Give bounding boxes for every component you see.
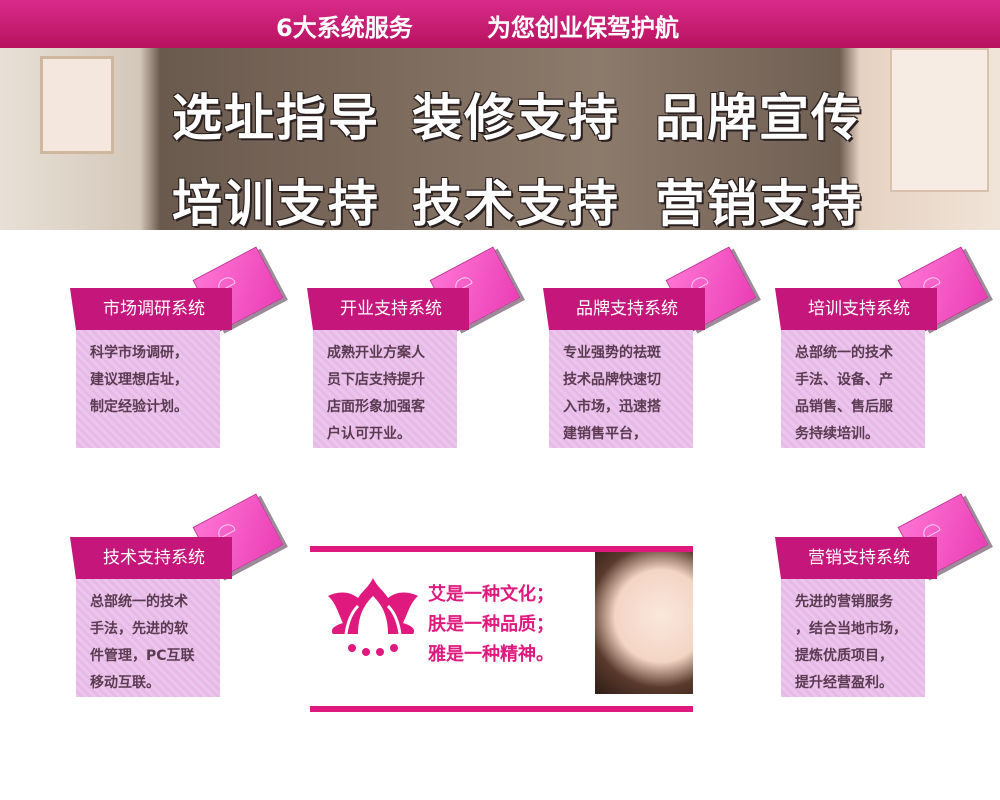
banner-word: 技术支持 (412, 175, 620, 230)
slogan-banner: 艾是一种文化； 肤是一种品质； 雅是一种精神。 (310, 546, 693, 712)
banner-word: 培训支持 (172, 175, 380, 230)
banner-word: 营销支持 (655, 175, 863, 230)
slogan-line: 雅是一种精神。 (428, 644, 554, 665)
banner-word: 选址指导 (172, 89, 380, 147)
slogan-line: 艾是一种文化； (428, 584, 554, 605)
crown-logo-icon (328, 578, 418, 656)
banner-word: 品牌宣传 (655, 89, 863, 147)
banner-word: 装修支持 (412, 89, 620, 147)
card-body: 总部统一的技术手法，先进的软件管理，PC互联移动互联。 (76, 579, 220, 697)
card-body: 专业强势的祛斑技术品牌快速切入市场，迅速搭建销售平台， (549, 330, 693, 448)
model-portrait (595, 552, 693, 694)
card-title: 品牌支持系统 (543, 288, 705, 330)
service-banner: 选址指导 装修支持 品牌宣传 培训支持 技术支持 营销支持 (0, 48, 1000, 230)
card-body: 成熟开业方案人员下店支持提升店面形象加强客户认可开业。 (313, 330, 457, 448)
card-title: 开业支持系统 (307, 288, 469, 330)
poster-frame-right (890, 48, 989, 192)
card-title: 市场调研系统 (70, 288, 232, 330)
title-right: 为您创业保驾护航 (487, 14, 679, 42)
card-body: 总部统一的技术手法、设备、产品销售、售后服务持续培训。 (781, 330, 925, 448)
card-body: 科学市场调研，建议理想店址，制定经验计划。 (76, 330, 220, 448)
poster-frame-left (40, 56, 114, 154)
card-title: 技术支持系统 (70, 537, 232, 579)
card-title: 培训支持系统 (775, 288, 937, 330)
card-body: 先进的营销服务，结合当地市场，提炼优质项目，提升经营盈利。 (781, 579, 925, 697)
card-title: 营销支持系统 (775, 537, 937, 579)
slogan-line: 肤是一种品质； (428, 614, 554, 635)
top-title-bar: 6大系统服务 为您创业保驾护航 (0, 0, 1000, 48)
title-left: 6大系统服务 (276, 14, 413, 42)
